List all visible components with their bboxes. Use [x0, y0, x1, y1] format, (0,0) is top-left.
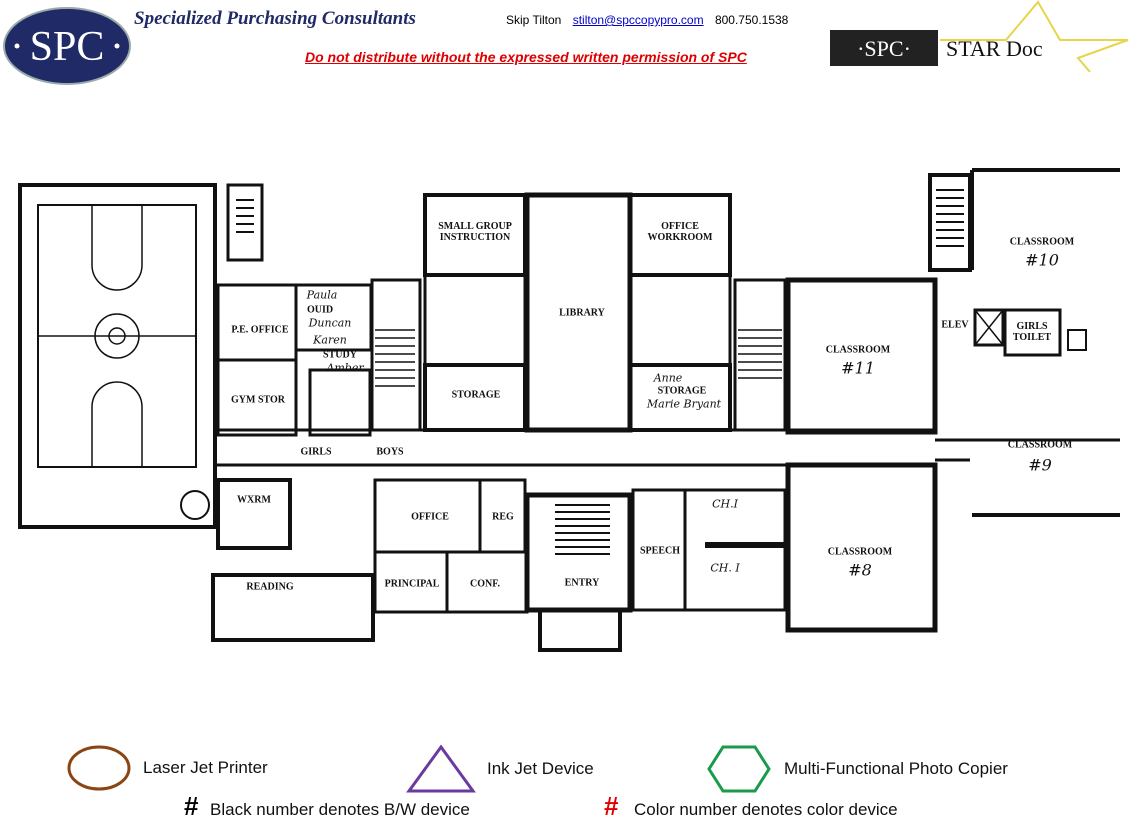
note-num-8: #8	[848, 560, 872, 580]
legend-laser: Laser Jet Printer	[143, 758, 268, 777]
floor-plan-drawing	[18, 168, 1120, 652]
room-reg: REG	[492, 511, 514, 523]
distribution-warning: Do not distribute without the expressed …	[305, 49, 747, 65]
note-num-9: #9	[1028, 455, 1052, 475]
spc-logo: SPC	[3, 7, 131, 85]
note-num-10: #10	[1025, 250, 1059, 270]
svg-text:·SPC·: ·SPC·	[857, 36, 911, 61]
room-storage-left: STORAGE	[451, 389, 501, 401]
room-storage-right: STORAGE	[657, 385, 707, 397]
note-anne: Anne	[653, 371, 683, 385]
room-office-workroom: OFFICE WORKROOM	[647, 221, 713, 243]
room-boys: BOYS	[376, 446, 404, 458]
room-office: OFFICE	[411, 511, 449, 523]
black-hash-icon: #	[184, 791, 199, 821]
contact-info: Skip Tilton stilton@spccopypro.com 800.7…	[506, 13, 788, 27]
note-marie-bryant: Marie Bryant	[646, 397, 722, 411]
room-ch1-bottom: CH. I	[710, 561, 740, 575]
contact-name: Skip Tilton	[506, 13, 562, 27]
room-conf: CONF.	[470, 578, 500, 590]
legend-bw: Black number denotes B/W device	[210, 800, 470, 819]
room-wxrm: WXRM	[237, 494, 271, 506]
room-study: STUDY	[323, 349, 357, 361]
svg-text:STAR Doc: STAR Doc	[946, 36, 1043, 61]
room-classroom-9: CLASSROOM	[1007, 439, 1073, 451]
room-principal: PRINCIPAL	[384, 578, 440, 590]
svg-text:SPC: SPC	[30, 24, 105, 70]
room-girls: GIRLS	[300, 446, 332, 458]
inkjet-triangle-icon	[406, 744, 476, 793]
note-duncan: Duncan	[308, 316, 352, 330]
room-ch1-top: CH.I	[712, 497, 738, 511]
room-classroom-10: CLASSROOM	[1009, 236, 1075, 248]
note-paula: Paula	[306, 288, 338, 302]
legend-inkjet: Ink Jet Device	[487, 759, 594, 778]
color-hash-icon: #	[604, 791, 619, 821]
laser-printer-circle-icon	[67, 745, 131, 791]
room-classroom-11: CLASSROOM	[825, 344, 891, 356]
room-classroom-8: CLASSROOM	[827, 546, 893, 558]
note-karen: Karen	[313, 333, 347, 347]
contact-phone: 800.750.1538	[714, 13, 789, 27]
mfp-hexagon-icon	[707, 745, 771, 793]
room-small-group: SMALL GROUP INSTRUCTION	[438, 221, 512, 243]
star-doc-logo: ·SPC· STAR Doc	[830, 0, 1129, 72]
room-elev: ELEV	[941, 319, 969, 331]
room-ouid: OUID	[306, 304, 334, 316]
room-gym-stor: GYM STOR	[231, 394, 285, 406]
room-girls-toilet: GIRLS TOILET	[1012, 321, 1052, 343]
room-speech: SPEECH	[639, 545, 681, 557]
note-amber: Amber	[326, 361, 364, 375]
legend-color: Color number denotes color device	[634, 800, 898, 819]
floor-plan: P.E. OFFICE GYM STOR Paula OUID Duncan K…	[0, 160, 1140, 660]
contact-email-link[interactable]: stilton@spccopypro.com	[572, 13, 704, 27]
legend-mfp: Multi-Functional Photo Copier	[784, 759, 1008, 778]
room-reading: READING	[246, 581, 294, 593]
room-entry: ENTRY	[564, 577, 600, 589]
room-library: LIBRARY	[559, 307, 605, 319]
room-pe-office: P.E. OFFICE	[231, 324, 289, 336]
company-name: Specialized Purchasing Consultants	[134, 8, 416, 29]
gym-wall	[18, 183, 217, 529]
note-num-11: #11	[841, 358, 875, 378]
